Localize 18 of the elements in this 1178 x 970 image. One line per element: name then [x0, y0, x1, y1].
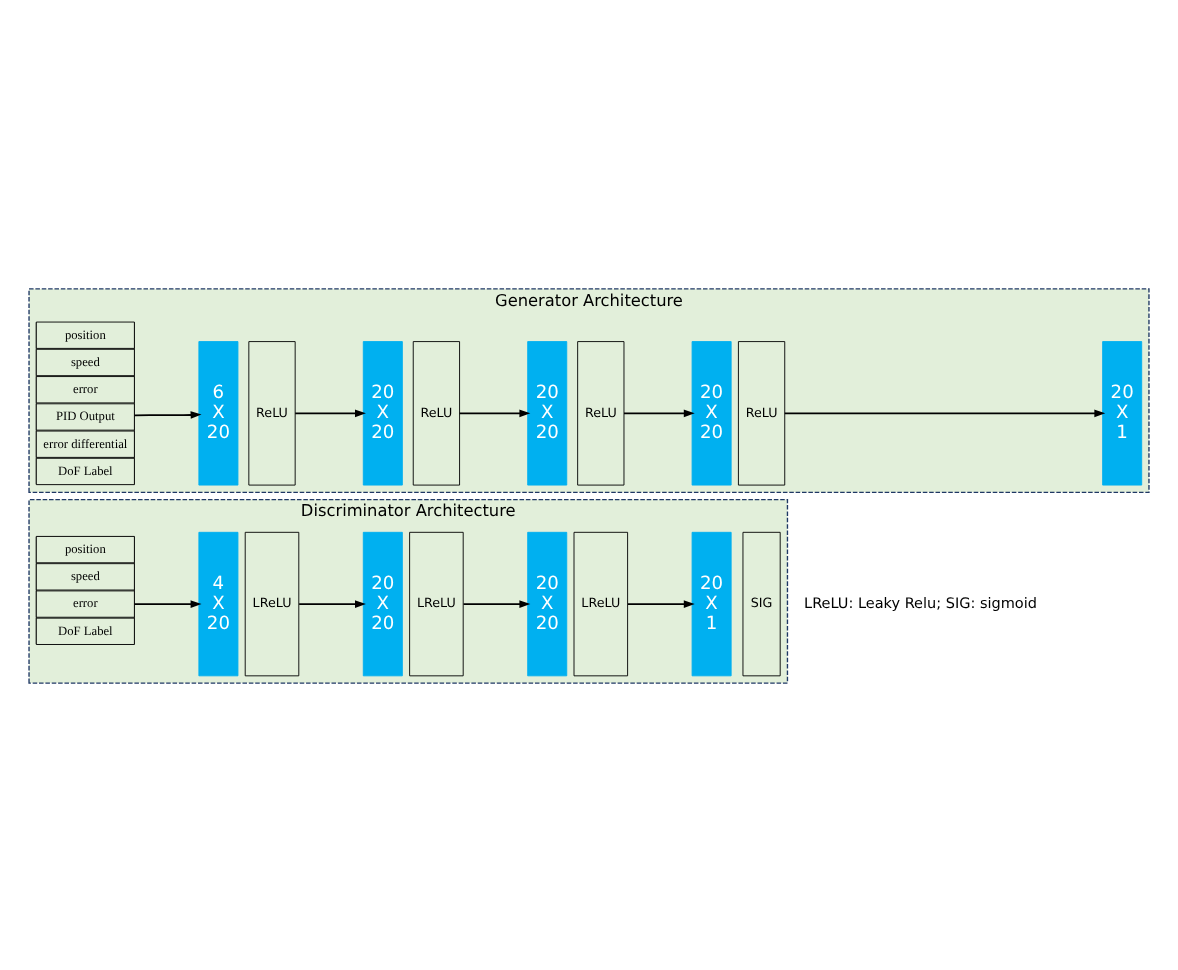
node-box: 20 X 20: [362, 530, 403, 676]
node-box: 20 X 20: [362, 340, 403, 485]
arrow: [133, 599, 202, 607]
arrow: [294, 408, 366, 417]
arrow: [627, 599, 695, 607]
node-box: 20 X 1: [691, 530, 732, 676]
arrow: [458, 408, 531, 417]
node-box: 4 X 20: [198, 530, 239, 676]
node-box: 20 X 20: [527, 530, 568, 676]
arrow: [298, 599, 366, 607]
arrow: [783, 408, 1106, 417]
arrow: [623, 408, 695, 417]
arrow: [462, 599, 531, 607]
node-box: 6 X 20: [198, 340, 239, 485]
node-box: 20 X 20: [691, 340, 732, 485]
node-box: 20 X 1: [1102, 340, 1143, 485]
node-box: 20 X 20: [527, 340, 568, 485]
arrow: [133, 410, 202, 418]
